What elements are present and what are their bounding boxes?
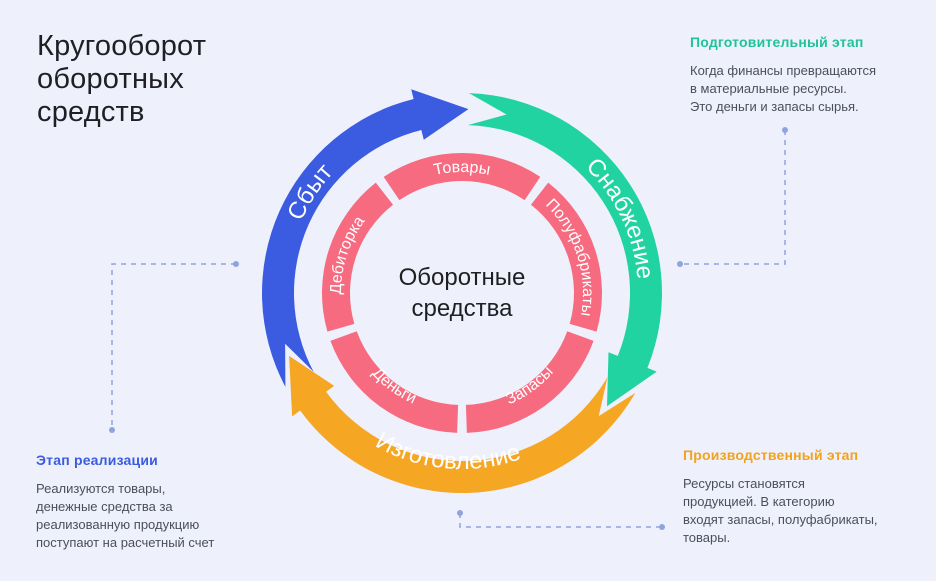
note-production-stage: Производственный этап Ресурсы становятся… [683, 447, 936, 547]
inner-segment [465, 331, 594, 433]
note-sales-stage: Этап реализации Реализуются товары, дене… [36, 452, 296, 552]
inner-segment [530, 182, 603, 332]
connector-dot [109, 427, 115, 433]
connector-dot [457, 510, 463, 516]
page-title: Кругооборот оборотных средств [37, 30, 207, 128]
note-heading: Этап реализации [36, 452, 158, 468]
inner-label: Товары [432, 159, 492, 179]
connector-line [680, 130, 786, 265]
note-text: Когда финансы превращаются в материальны… [690, 63, 876, 114]
center-label-line-1: Оборотные [399, 264, 526, 291]
note-text: Реализуются товары, денежные средства за… [36, 481, 215, 550]
connector-dot [659, 524, 665, 530]
inner-segment [330, 331, 459, 433]
connector-line [459, 513, 662, 528]
outer-segment-production [289, 355, 636, 494]
connector-line [111, 263, 236, 430]
note-preparatory-stage: Подготовительный этап Когда финансы прев… [690, 34, 936, 116]
note-text: Ресурсы становятся продукцией. В категор… [683, 476, 878, 545]
note-heading: Производственный этап [683, 447, 859, 463]
connectors [109, 127, 788, 530]
outer-segment-sales [262, 89, 469, 387]
inner-segment [383, 152, 541, 201]
connector-dot [233, 261, 239, 267]
center-label-line-2: средства [412, 295, 514, 322]
inner-segment [321, 182, 394, 332]
outer-segment-supply [467, 93, 663, 407]
connector-dot [782, 127, 788, 133]
connector-dot [677, 261, 683, 267]
note-heading: Подготовительный этап [690, 34, 864, 50]
